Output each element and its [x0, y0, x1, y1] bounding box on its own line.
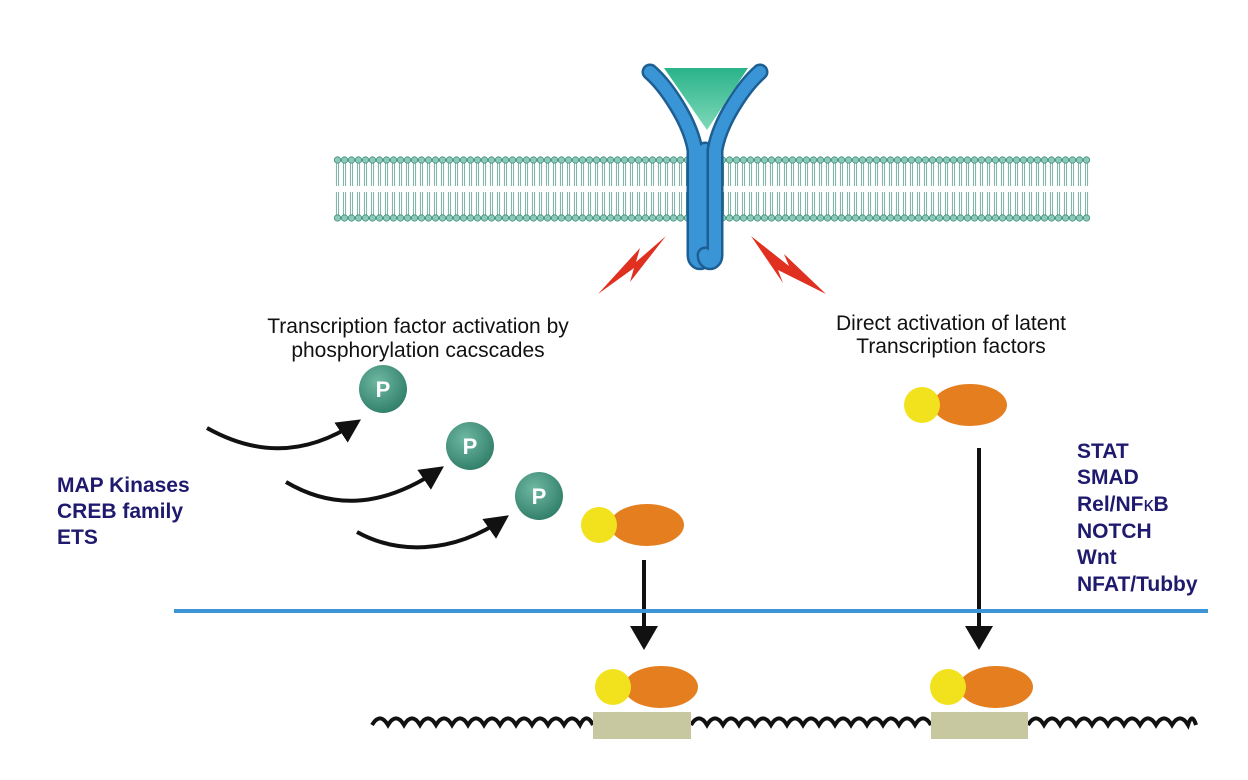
left-family-creb: CREB family [57, 500, 183, 523]
dna-strand [370, 716, 1198, 730]
phosphate-label: P [376, 377, 391, 402]
right-family-nfat-tubby: NFAT/Tubby [1077, 573, 1198, 596]
right-pathway-title-line2: Transcription factors [856, 335, 1045, 358]
phosphorylation-arrow-2 [284, 466, 444, 503]
phosphorylation-arrow-1 [206, 419, 361, 451]
right-family-wnt: Wnt [1077, 546, 1117, 569]
phosphate-label: P [532, 484, 547, 509]
phosphate-group-1: P [359, 365, 407, 413]
signal-bolt-left [598, 236, 666, 294]
right-pathway-title-line1: Direct activation of latent [836, 312, 1066, 335]
tf-dimer-right-cytoplasm [904, 384, 1007, 426]
left-family-ets: ETS [57, 526, 98, 549]
right-family-notch: NOTCH [1077, 520, 1152, 543]
phosphorylation-arrow-3 [356, 515, 509, 550]
left-family-map-kinases: MAP Kinases [57, 474, 190, 497]
promoter-region-right [931, 712, 1028, 739]
right-family-relnfkb: Rel/NFκB [1077, 493, 1169, 516]
ligand [664, 68, 748, 130]
promoter-region-left [593, 712, 691, 739]
left-pathway-title-line2: phosphorylation cacscades [291, 339, 544, 362]
phosphate-group-2: P [446, 422, 494, 470]
translocation-arrow-left [630, 560, 658, 650]
tf-dimer-left-dna-bound [595, 666, 698, 708]
signal-bolt-right [751, 236, 826, 294]
receptor [641, 63, 769, 271]
tf-dimer-left-cytoplasm [581, 504, 684, 546]
phosphate-group-3: P [515, 472, 563, 520]
phosphate-label: P [463, 434, 478, 459]
right-family-stat: STAT [1077, 440, 1129, 463]
left-pathway-title-line1: Transcription factor activation by [267, 315, 569, 338]
right-family-smad: SMAD [1077, 466, 1139, 489]
tf-dimer-right-dna-bound [930, 666, 1033, 708]
translocation-arrow-right [965, 448, 993, 650]
